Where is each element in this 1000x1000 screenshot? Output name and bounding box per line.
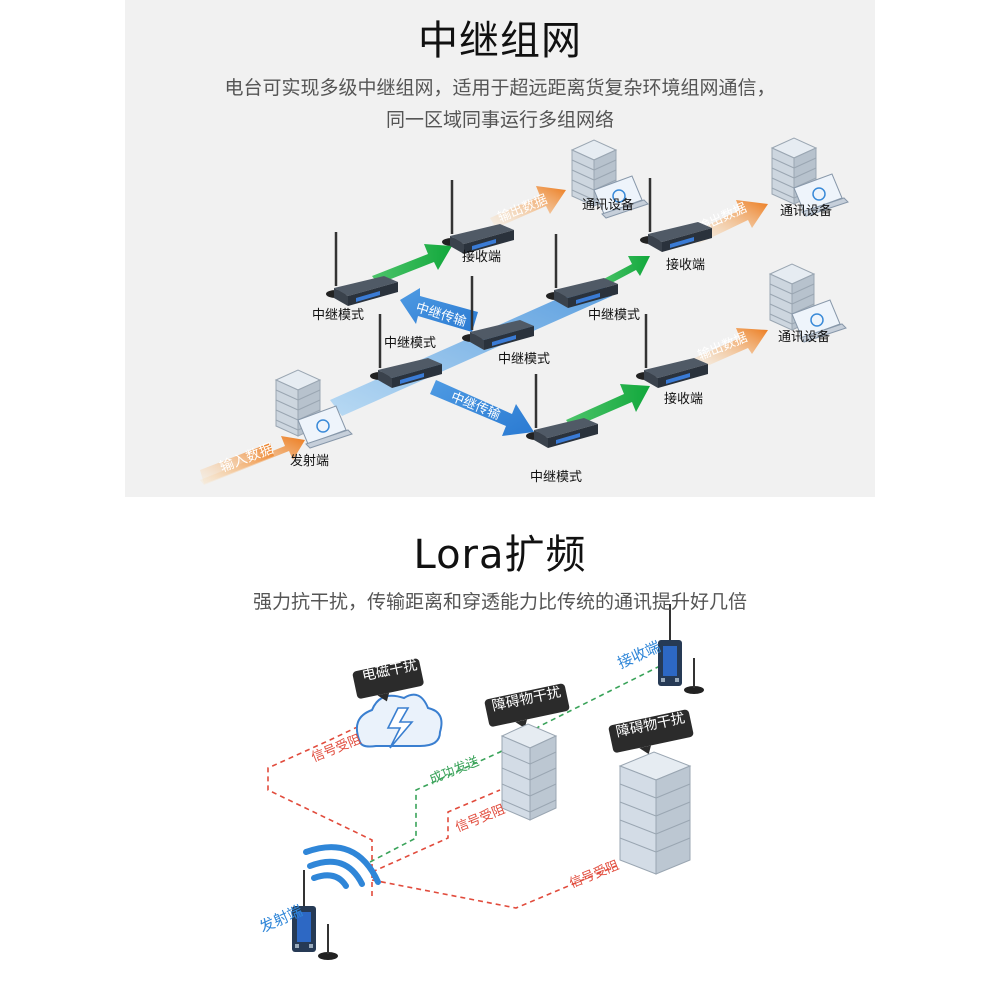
receiver-1-label: 接收端 <box>462 250 502 265</box>
router-relay-c-icon <box>460 274 536 352</box>
relay-b-label: 中继模式 <box>384 336 437 351</box>
relay-c-label: 中继模式 <box>498 352 551 367</box>
relay-subtitle-line1: 电台可实现多级中继组网，适用于超远距离货复杂环境组网通信， <box>224 77 776 99</box>
relay-subtitle-line2: 同一区域同事运行多组网络 <box>385 109 614 131</box>
router-relay-a-icon <box>324 230 400 308</box>
device-2-label: 通讯设备 <box>780 204 833 219</box>
device-3-label: 通讯设备 <box>778 330 831 345</box>
router-relay-b-icon <box>368 312 444 390</box>
em-interference-cloud-icon <box>356 693 443 749</box>
em-tag <box>352 658 424 702</box>
green-arrow-2 <box>598 256 650 288</box>
lora-subtitle: 强力抗干扰，传输距离和穿透能力比传统的通讯提升好几倍 <box>252 591 747 613</box>
lora-title: Lora扩频 <box>413 532 587 578</box>
green-arrow-3 <box>566 384 650 428</box>
signal-waves-icon <box>303 844 381 889</box>
obstacle-building-2-icon <box>618 751 692 875</box>
relay-title: 中继组网 <box>418 18 582 64</box>
input-data-arrow <box>200 436 305 485</box>
blocked-path-building-2 <box>371 865 617 909</box>
output-arrow-3 <box>690 328 768 370</box>
device-1-label: 通讯设备 <box>582 198 635 213</box>
output-arrow-1 <box>490 186 566 228</box>
blocked-path-em <box>267 719 373 896</box>
obstacle-tag-2 <box>608 709 694 755</box>
relay-a-label: 中继模式 <box>312 308 365 323</box>
receiver-3-label: 接收端 <box>664 392 704 407</box>
output-arrow-1-label: 输出数据 <box>496 191 550 225</box>
relay-e-label: 中继模式 <box>530 470 583 485</box>
relay-d-label: 中继模式 <box>588 308 641 323</box>
green-arrow-1 <box>372 244 452 284</box>
relay-arrow-upper <box>400 288 478 332</box>
router-relay-d-icon <box>544 232 620 310</box>
router-receiver-2-icon <box>638 176 714 254</box>
blocked-path-building-1 <box>371 789 501 873</box>
relay-arrow-lower <box>430 380 534 436</box>
input-data-label: 输入数据 <box>218 441 276 476</box>
success-path <box>369 663 665 863</box>
obstacle-building-1-icon <box>500 723 558 821</box>
relay-arrow-lower-label: 中继传输 <box>449 389 503 423</box>
receiver-2-label: 接收端 <box>666 258 706 273</box>
transmitter-label: 发射端 <box>290 454 330 469</box>
